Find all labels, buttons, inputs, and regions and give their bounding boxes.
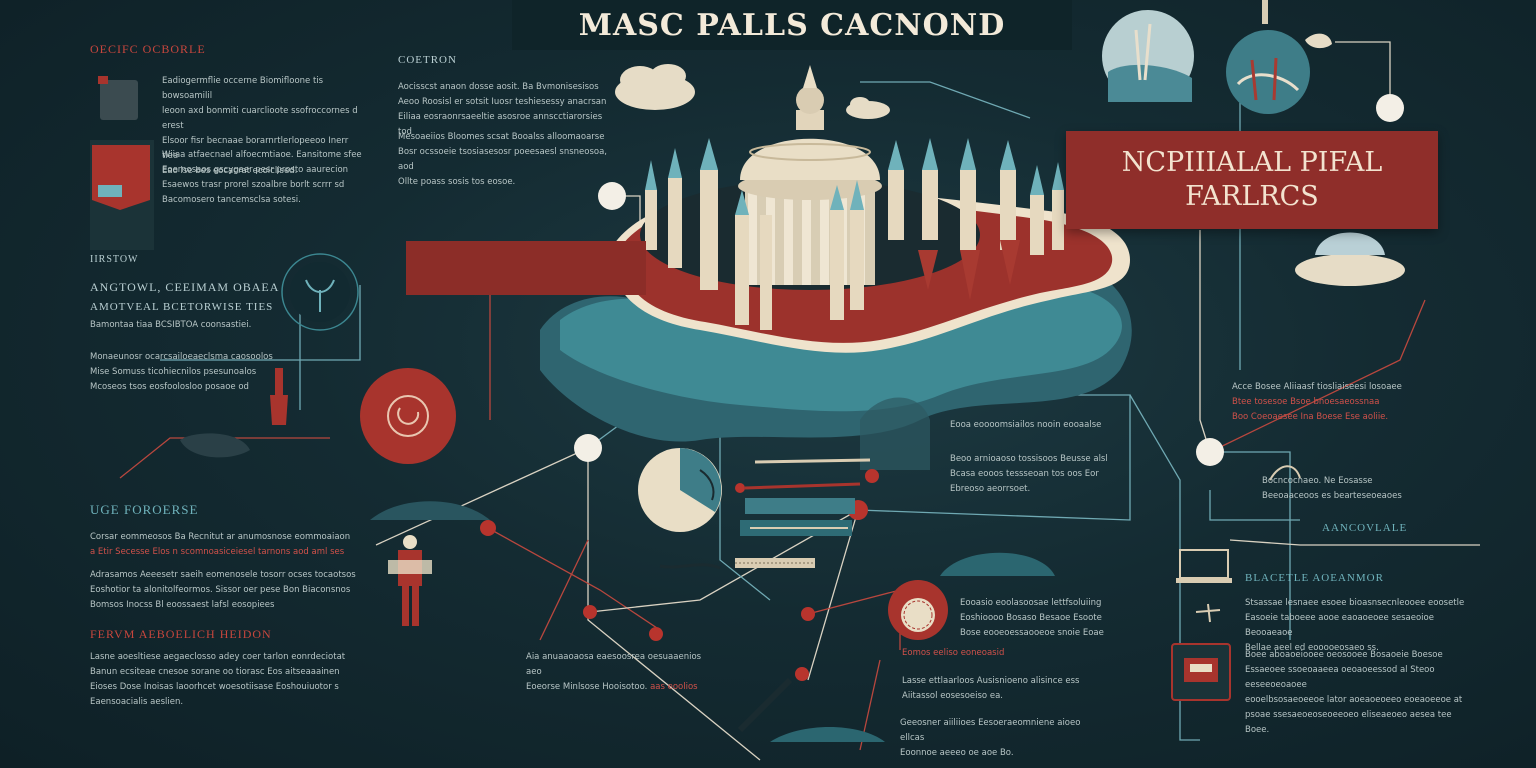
connector-line: [539, 539, 589, 641]
mound-shape: [370, 501, 490, 520]
center-para-6: Eooasio eoolasoosae lettfsoluiing Eoshio…: [960, 598, 1104, 638]
cloud: [1305, 33, 1332, 49]
connector-line: [160, 285, 361, 361]
connector-line: [1209, 299, 1426, 453]
connector-line: [1229, 539, 1480, 546]
left-heading-3: ANGTOWL, CEEIMAM OBAEA: [90, 280, 280, 294]
left-heading-5: UGE FOROERSE: [90, 502, 199, 517]
phone-icon: [98, 76, 138, 120]
center-para-7: Lasse ettlaarloos Ausisnioeno alisince e…: [902, 676, 1080, 701]
right-para-1: Acce Bosee Aliiaasf tiosliaiseesi losoae…: [1232, 382, 1402, 422]
left-para-6: Lasne aoesltiese aegaeclosso adey coer t…: [90, 652, 346, 707]
red-strip: [406, 241, 646, 295]
center-para-1: Aocisscst anaon dosse aosit. Ba Bvmonise…: [398, 82, 607, 137]
left-para-3: Bamontaa tiaa BCSIBTOA coonsastiei.: [90, 320, 252, 330]
anchor-icon: [281, 253, 359, 331]
connector-line: [807, 589, 901, 650]
left-para-1: Eadiogermflie occerne Biomifloone tis bo…: [162, 76, 358, 176]
towers: [645, 138, 1064, 330]
pie-icon: [638, 448, 722, 532]
connector-line: [1199, 230, 1211, 453]
page-title: MASC PALLS CACNOND: [578, 7, 1006, 43]
center-para-3: Eooa eoooomsiailos nooin eooaalse: [950, 420, 1102, 430]
node: [480, 469, 879, 681]
cloud: [1295, 232, 1405, 286]
mound-shape: [940, 552, 1055, 576]
mound-shape: [180, 433, 250, 458]
connector-line: [1129, 394, 1200, 741]
center-para-8: Geeosner aiiliioes Eesoeraeomniene aioeo…: [900, 718, 1081, 758]
right-heading-2: BLACETLE AOEANMOR: [1245, 572, 1384, 584]
keyboard-shape: [659, 458, 871, 570]
left-heading-6: FERVM AEBOELICH HEIDON: [90, 627, 272, 641]
ring-icon: [888, 580, 948, 640]
connector-line: [1335, 41, 1391, 108]
book-icon: [90, 140, 154, 250]
red-banner: NCPIIIALAL PIFAL FARLRCS: [1066, 131, 1438, 229]
connector-line: [1210, 451, 1291, 640]
connector-line: [860, 81, 1031, 119]
cloud: [615, 64, 695, 110]
mound-shape: [860, 397, 930, 470]
center-highlight: Eomos eeliso eoneoasid: [902, 648, 1005, 658]
laptop-icon: [1176, 549, 1232, 583]
left-para-2: Wiiaa atfaecnael alfoecmtiaoe. Eansitome…: [162, 150, 362, 205]
target-icon: [360, 368, 456, 464]
center-para-5: Aia anuaaoaosa eaesoosrea oesuaaenios ae…: [526, 652, 702, 692]
right-heading-1: AANCOVLALE: [1322, 522, 1408, 534]
right-para-2: Bocncocnaeo. Ne Eosasse Beeoaaceoos es b…: [1262, 476, 1402, 501]
connector-line: [375, 446, 761, 761]
title-bar: MASC PALLS CACNOND: [512, 0, 1072, 50]
radio-icon: [1171, 643, 1231, 701]
left-heading-4: AMOTVEAL BCETORWISE TIES: [90, 301, 274, 313]
center-para-4: Beoo arnioaoso tossisoos Beusse alsl Bca…: [950, 454, 1108, 494]
figure-icon: [1269, 465, 1301, 481]
left-heading-2: IIRSTOW: [90, 254, 139, 265]
pen-icon: [737, 677, 793, 733]
banner-line-2: FARLRCS: [1185, 181, 1319, 212]
right-para-4: Boee aboaoeiooee oeosooee Bosaoeie Boeso…: [1245, 650, 1463, 735]
circle-illustration: [1102, 10, 1194, 102]
banner-line-1: NCPIIIALAL PIFAL: [1121, 147, 1383, 178]
right-para-3: Stsassae lesnaee esoee bioasnsecnleooee …: [1245, 598, 1465, 653]
left-para-5: Corsar eommeosos Ba Recnitut ar anumosno…: [90, 532, 356, 610]
left-heading-1: OECIFC OCBORLE: [90, 42, 206, 56]
center-heading: COETRON: [398, 54, 457, 66]
mound-shape: [770, 727, 885, 742]
tower-icon: [270, 368, 288, 425]
connector-line: [719, 380, 771, 601]
center-para-2: Mesoaeiios Bloomes scsat Booalss allooma…: [398, 132, 607, 187]
figure-icon: [388, 535, 432, 626]
connector-line: [119, 437, 330, 479]
left-para-4: Monaeunosr ocarcsailoeaeclsma caosoolos …: [90, 352, 273, 392]
connector-line: [589, 508, 860, 681]
cloud: [846, 97, 890, 119]
connector-line: [487, 527, 661, 631]
circle-illustration: [1226, 0, 1310, 114]
tool-icon: [1195, 603, 1221, 623]
node: [574, 94, 1404, 466]
connector-line: [1209, 490, 1300, 521]
